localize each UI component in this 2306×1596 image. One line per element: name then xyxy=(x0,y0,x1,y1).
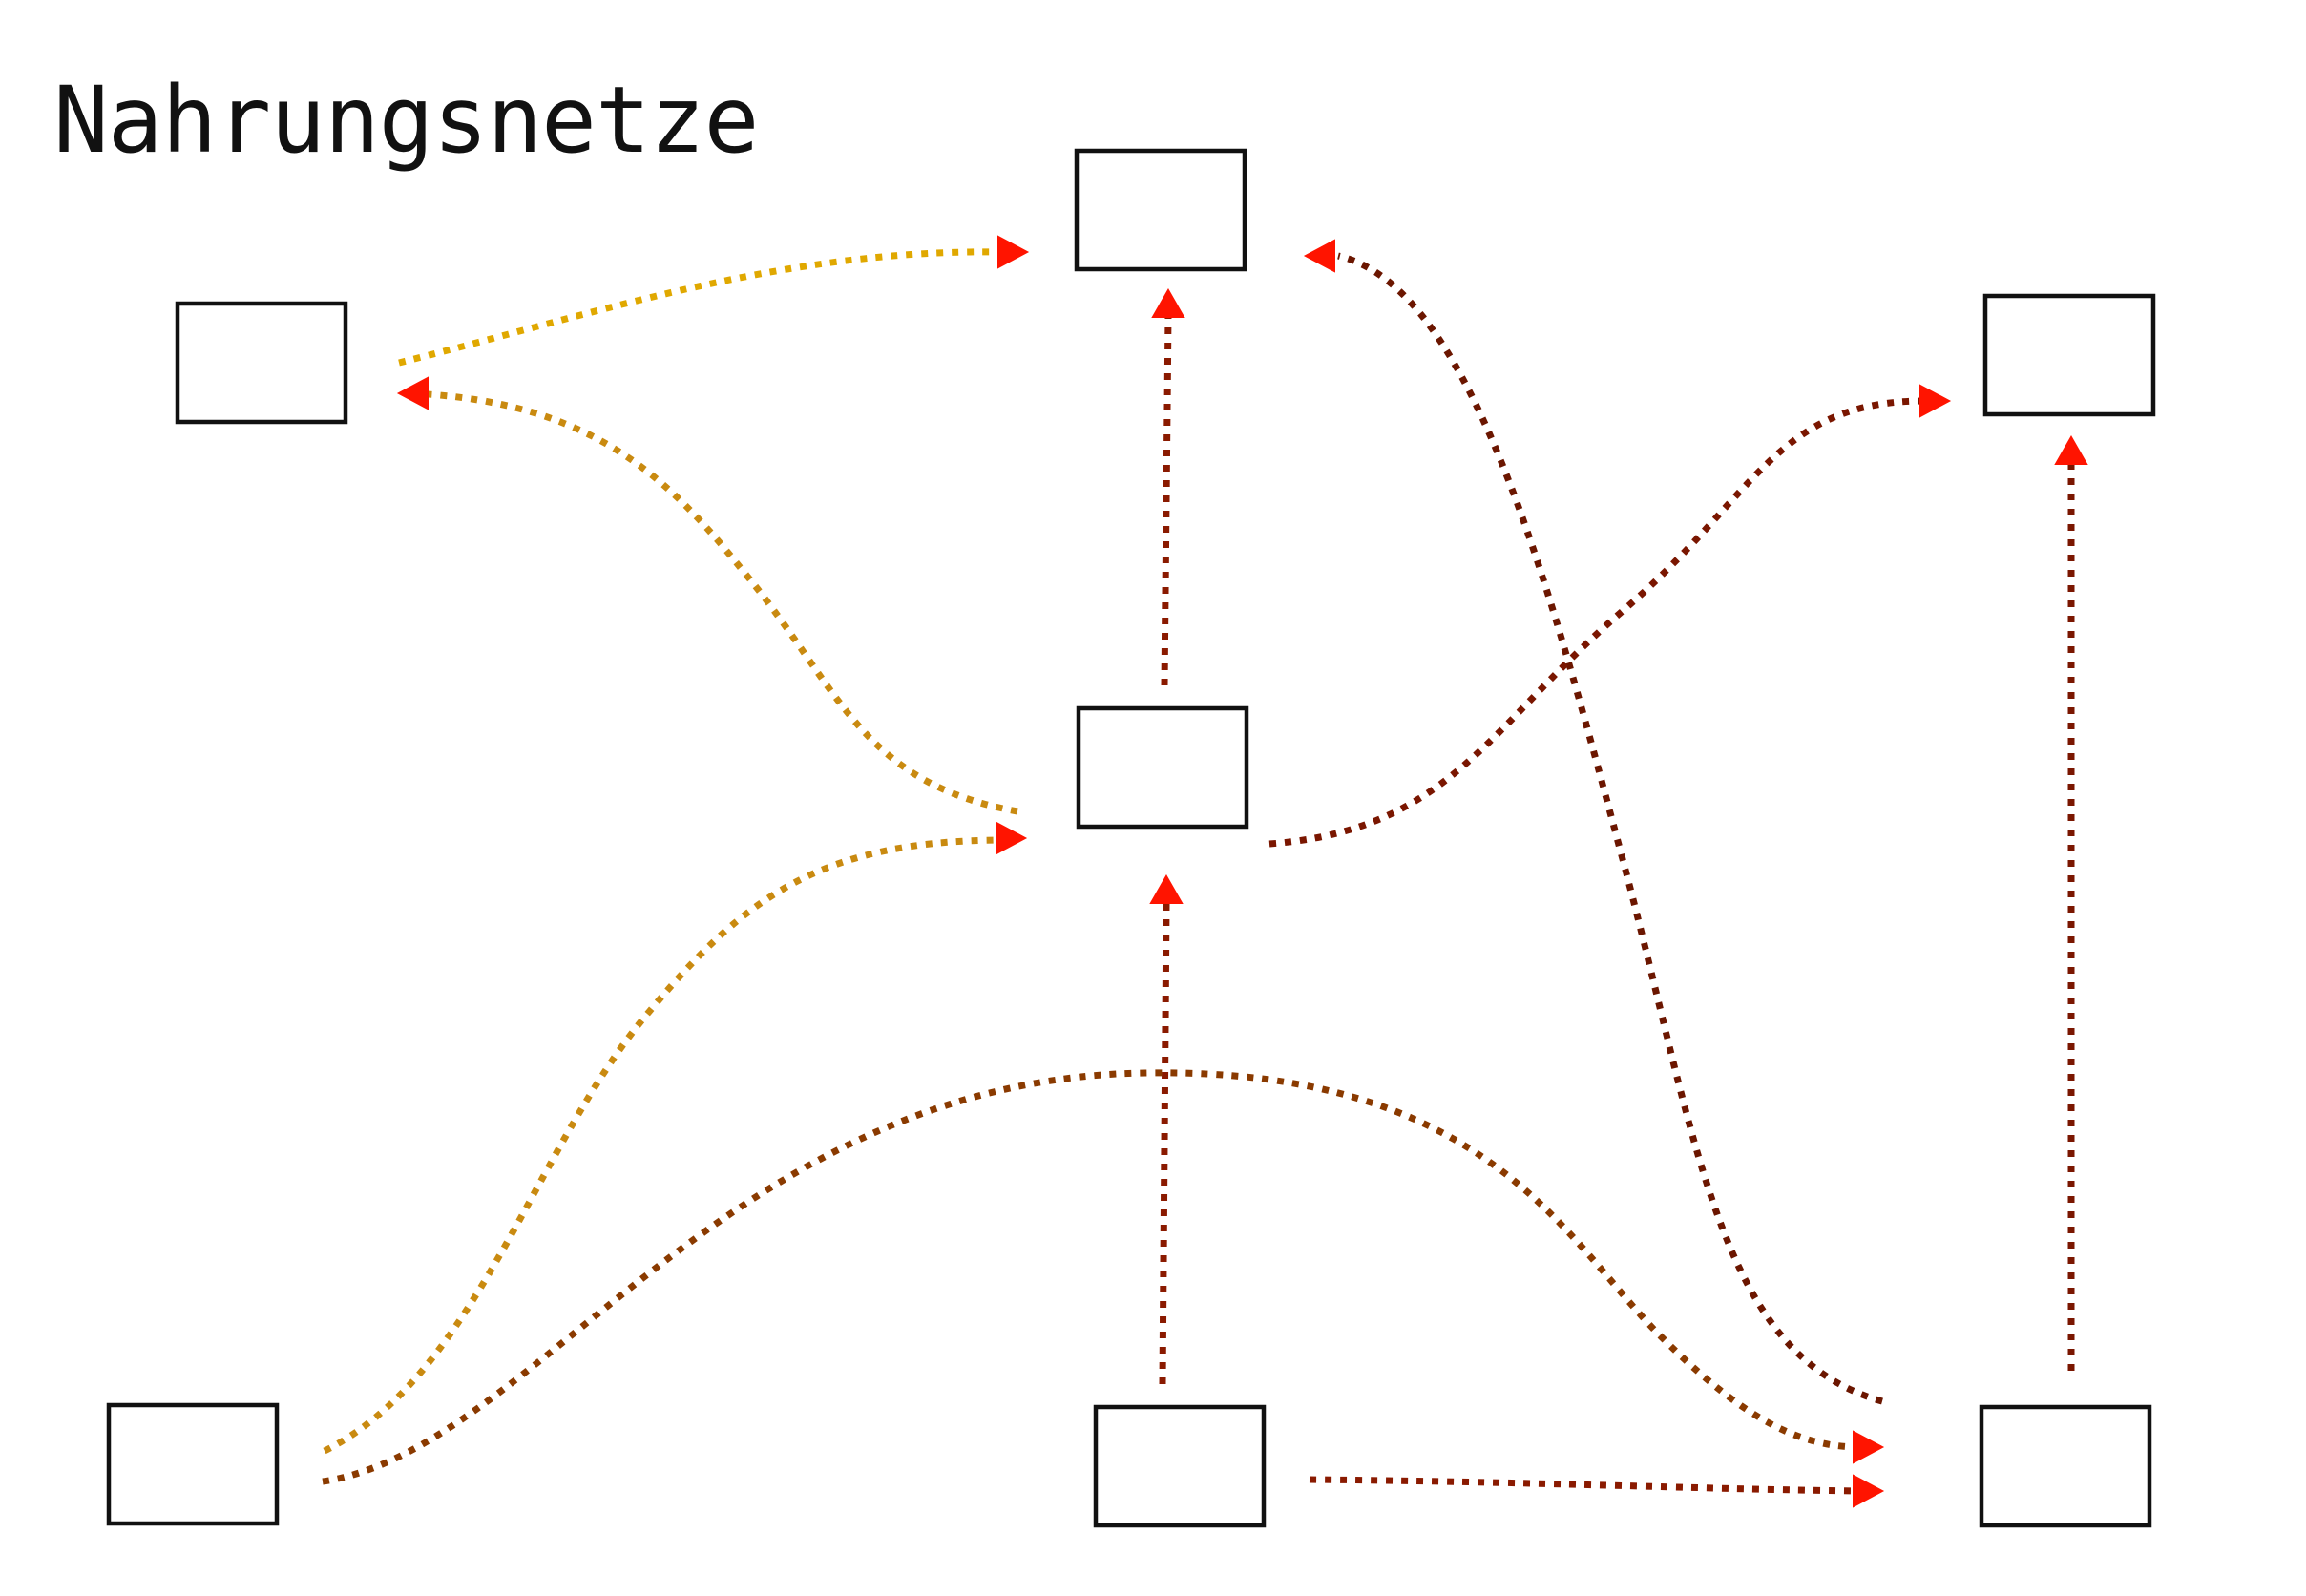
link-middle-center-to-top-left xyxy=(409,389,1018,815)
node-top-right xyxy=(1982,293,2156,417)
arrowhead-middle-center-bottom xyxy=(1149,873,1184,904)
arrowhead-bottom-right-upper xyxy=(1853,1430,1885,1464)
arrowhead-middle-center-left xyxy=(996,821,1028,855)
arrowhead-top-center-bottom xyxy=(1151,287,1185,318)
node-bottom-left xyxy=(106,1402,280,1526)
arrowhead-top-right-left xyxy=(1919,384,1952,418)
arrowhead-top-center-left xyxy=(997,235,1030,269)
node-bottom-center xyxy=(1093,1404,1267,1528)
nodes xyxy=(106,148,2156,1528)
link-middle-center-to-top-center xyxy=(1161,314,1172,686)
page-title: Nahrungsnetze xyxy=(53,67,759,174)
link-bottom-left-to-middle-center xyxy=(323,836,1007,1455)
arrowhead-bottom-right-lower xyxy=(1853,1474,1885,1508)
link-bottom-center-to-bottom-right xyxy=(1309,1476,1860,1495)
link-middle-center-to-top-right xyxy=(1268,397,1925,848)
link-bottom-left-to-bottom-right xyxy=(322,1069,1860,1485)
arrowhead-top-left-right xyxy=(396,376,429,410)
link-bottom-center-to-middle-center xyxy=(1159,902,1170,1385)
links xyxy=(322,248,2075,1495)
node-top-left xyxy=(175,301,348,425)
node-bottom-right xyxy=(1979,1404,2152,1528)
arrowhead-top-center-right xyxy=(1303,239,1335,273)
node-top-center xyxy=(1074,148,1247,272)
arrowheads xyxy=(396,235,2088,1508)
link-bottom-right-to-top-center xyxy=(1337,252,1883,1405)
arrowhead-top-right-bottom xyxy=(2054,434,2088,465)
node-middle-center xyxy=(1076,705,1249,830)
link-top-left-to-top-center xyxy=(398,248,1005,367)
